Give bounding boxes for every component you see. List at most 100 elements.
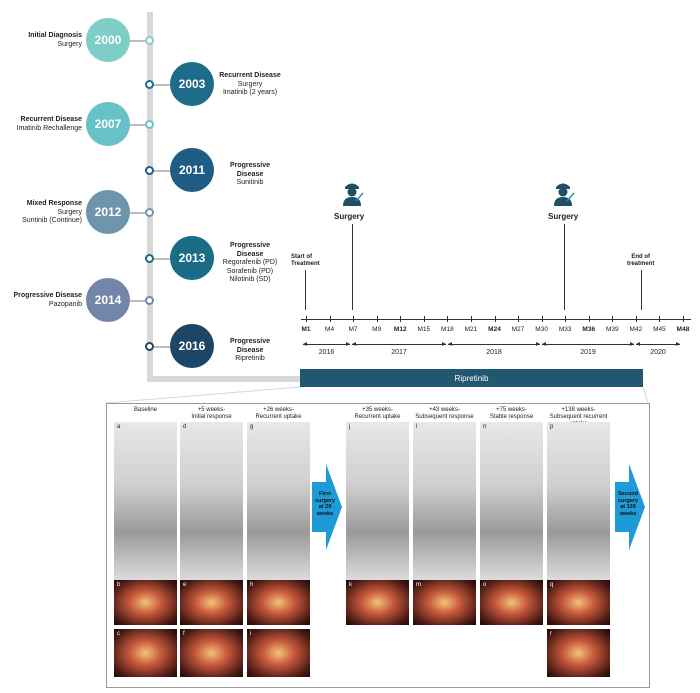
pet-mip-scan: j (346, 422, 409, 580)
event-detail: Surgery (57, 208, 82, 216)
column-header: +35 weeks-Recurrent uptake (346, 407, 409, 421)
pet-ct-axial-scan: r (547, 629, 610, 677)
panel-letter: e (183, 582, 187, 588)
column-header: +75 weeks-Stable response (480, 407, 543, 421)
panel-letter: l (416, 424, 418, 430)
year-circle-2012: 2012 (86, 190, 130, 234)
timeline-node-2011 (145, 166, 154, 175)
month-label: M1 (301, 326, 311, 333)
column-header-line: +75 weeks- (496, 407, 527, 413)
month-label: M27 (511, 326, 525, 333)
column-header-line: Subsequent response (415, 414, 474, 420)
month-tick (588, 316, 590, 322)
year-label: 2018 (486, 349, 502, 356)
pet-ct-axial-scan: o (480, 580, 543, 625)
year-range-line (303, 344, 350, 345)
month-tick (541, 316, 543, 322)
month-label: M42 (629, 326, 643, 333)
month-label: M9 (372, 326, 382, 333)
pet-ct-axial-scan: c (114, 629, 177, 677)
timeline-connector-2007 (130, 124, 145, 126)
panel-letter: o (483, 582, 487, 588)
pet-mip-scan: p (547, 422, 610, 580)
month-label: M48 (676, 326, 690, 333)
pet-ct-axial-scan: m (413, 580, 476, 625)
timeline-node-2013 (145, 254, 154, 263)
month-label: M4 (325, 326, 335, 333)
year-circle-2013: 2013 (170, 236, 214, 280)
timeline-connector-2013 (154, 258, 170, 260)
surgery-arrow-label-line: surgery (617, 497, 639, 504)
surgery-label-2: Surgery (548, 212, 579, 221)
month-label: M24 (488, 326, 501, 333)
surgery-arrow-label-line: at 139 (620, 504, 636, 510)
start-label-line2: Treatment (291, 261, 320, 267)
month-tick (447, 316, 449, 322)
event-detail: Pazopanib (48, 300, 82, 308)
event-title: Progressive Disease (229, 242, 271, 258)
event-title: Progressive Disease (229, 162, 271, 178)
year-range-line (636, 344, 680, 345)
surgery-label-1: Surgery (334, 212, 365, 221)
year-range-arrowheads (542, 342, 634, 346)
year-circle-2014: 2014 (86, 278, 130, 322)
event-title: Recurrent Disease (20, 116, 82, 123)
column-header: +26 weeks-Recurrent uptake (247, 407, 310, 421)
month-tick (306, 316, 307, 322)
month-label: M7 (348, 326, 358, 333)
event-detail: Nilotinib (SD) (229, 276, 271, 283)
timeline-node-2000 (145, 36, 154, 45)
month-tick (353, 316, 355, 322)
year-circle-2011: 2011 (170, 148, 214, 192)
panel-letter: i (250, 631, 252, 637)
year-label: 2020 (650, 349, 666, 356)
pet-mip-scan: l (413, 422, 476, 580)
year-range-arrowheads (636, 342, 680, 346)
end-label-line2: treatment (627, 261, 655, 267)
month-tick (659, 316, 661, 322)
pet-ct-axial-scan: i (247, 629, 310, 677)
year-range-line (352, 344, 446, 345)
panel-letter: c (117, 631, 120, 637)
pet-ct-axial-scan: b (114, 580, 177, 625)
month-label: M12 (393, 326, 407, 333)
column-header-line: Recurrent uptake (255, 414, 302, 420)
panel-letter: h (250, 582, 254, 588)
event-title: Recurrent Disease (219, 72, 281, 79)
timeline-node-2012 (145, 208, 154, 217)
column-header-line: Stable response (489, 414, 534, 420)
surgery-marker-line-2 (564, 224, 565, 310)
pet-mip-scan: d (180, 422, 243, 580)
month-label: M21 (464, 326, 478, 333)
month-label: M18 (441, 326, 454, 333)
column-header-line: +43 weeks- (429, 407, 460, 413)
timeline-spine (147, 12, 153, 382)
year-range-arrowheads (352, 342, 446, 346)
pet-ct-axial-scan: e (180, 580, 243, 625)
month-label: M39 (605, 326, 619, 333)
column-header-line: +138 weeks- (561, 407, 596, 413)
event-detail: Surgery (57, 40, 82, 48)
column-header: +43 weeks-Subsequent response (413, 407, 476, 421)
end-label-line1: End of (631, 254, 650, 260)
column-header-line: Baseline (133, 407, 157, 413)
year-circle-2016: 2016 (170, 324, 214, 368)
surgery-arrow-label-line: at 29 (318, 504, 332, 510)
event-detail: Sunitinib (236, 179, 264, 186)
panel-letter: m (416, 582, 421, 588)
pet-ct-axial-scan: k (346, 580, 409, 625)
panel-letter: b (117, 582, 121, 588)
event-detail: Imatinib Rechallenge (16, 124, 82, 132)
timeline-node-2003 (145, 80, 154, 89)
year-range-line (542, 344, 634, 345)
timeline-node-2007 (145, 120, 154, 129)
timeline-connector-2014 (130, 300, 145, 302)
